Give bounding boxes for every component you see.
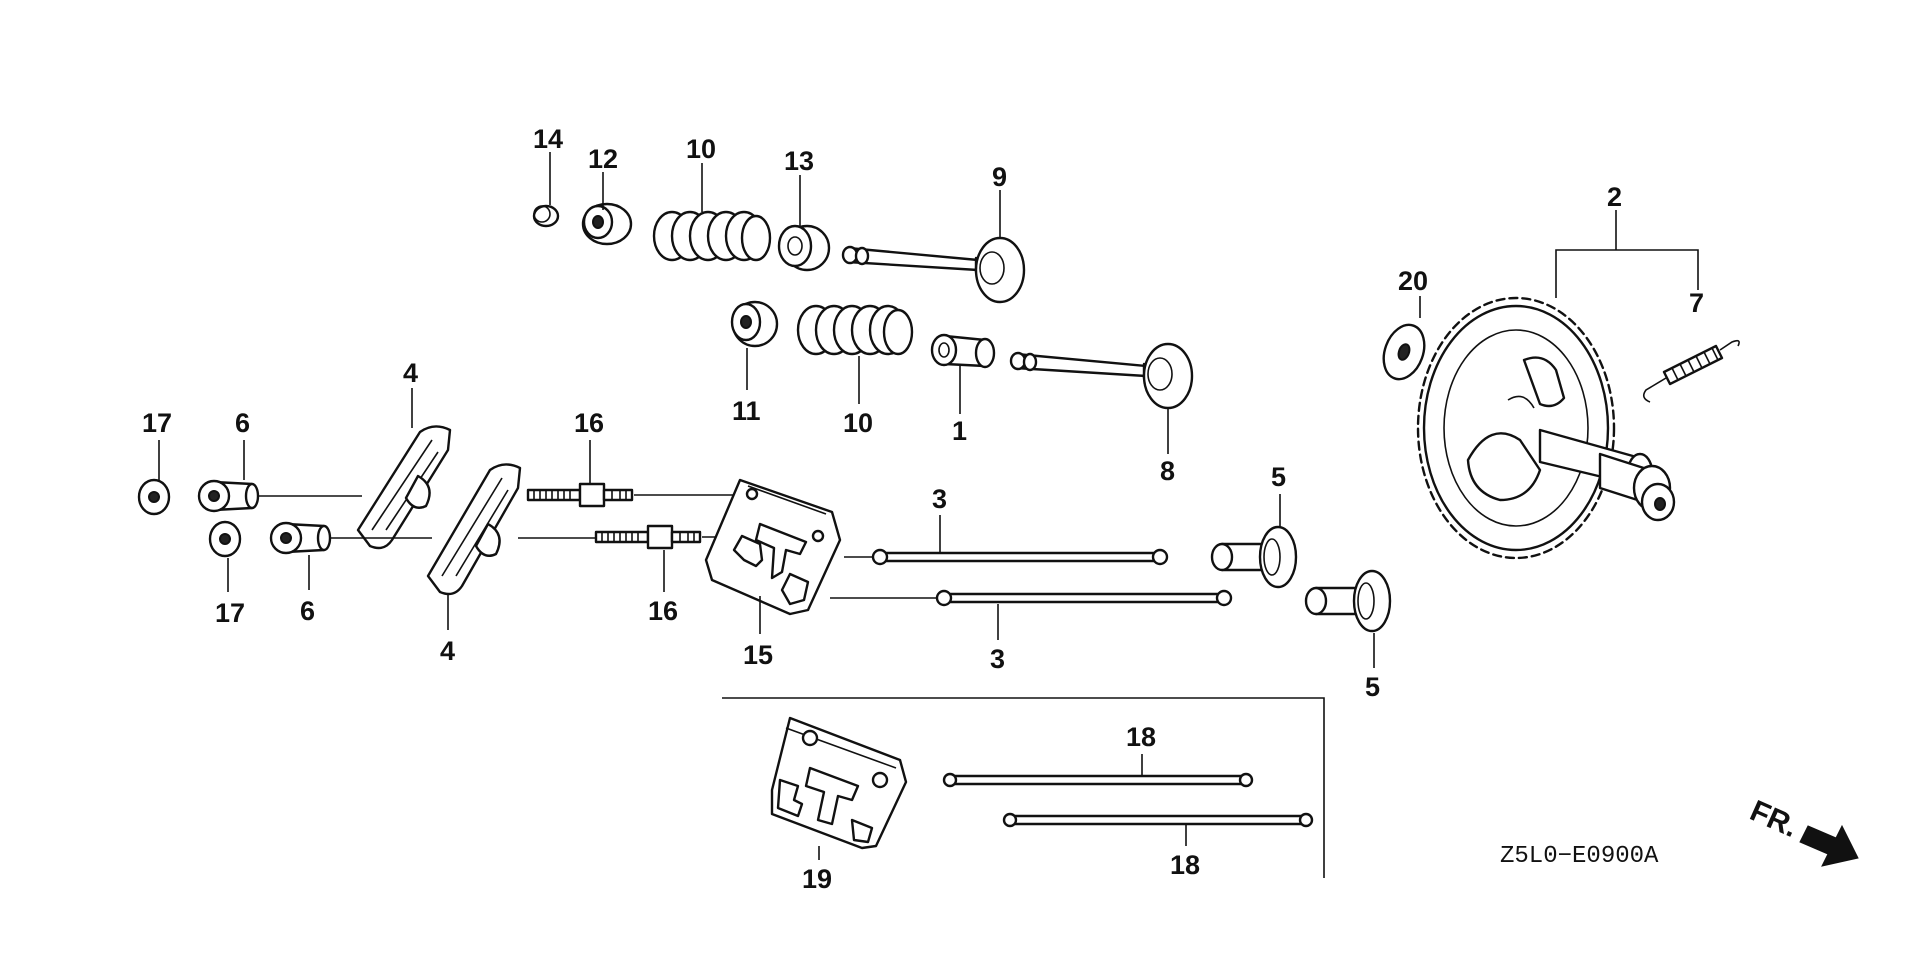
callout-4-lower: 4 [440,636,455,666]
leader-lines [158,152,1699,860]
callout-16-upper: 16 [574,408,604,438]
part-6-pivot-upper [197,479,260,513]
callout-15: 15 [743,640,773,670]
callout-2: 2 [1607,182,1622,212]
callout-17-lower: 17 [215,598,245,628]
part-8-valve-lower [1009,342,1194,410]
arrow-down-right-icon [1799,824,1859,867]
callout-6-lower: 6 [300,596,315,626]
part-5-tappet-lower [1304,569,1392,633]
callout-4-upper: 4 [403,358,418,388]
callout-16-lower: 16 [648,596,678,626]
front-direction-label: FR. [1745,794,1803,844]
callout-18-upper: 18 [1126,722,1156,752]
callout-11: 11 [732,396,761,426]
part-15-pushrod-guide-plate [704,478,842,616]
callout-6-upper: 6 [235,408,250,438]
part-2-camshaft-gear [1416,296,1676,560]
callout-20: 20 [1398,266,1428,296]
part-7-decompressor-spring [1642,339,1740,403]
callout-5-lower: 5 [1365,672,1380,702]
diagram-code: Z5L0−E0900A [1500,843,1659,870]
part-17-nut-lower [208,520,242,558]
callout-9: 9 [992,162,1007,192]
part-18-pushrod-lower [1002,812,1314,828]
callout-17-upper: 17 [142,408,172,438]
callout-12: 12 [588,144,618,174]
callout-19: 19 [802,864,832,894]
callout-1: 1 [952,416,967,446]
part-16-stud-upper [526,482,634,508]
part-18-pushrod-upper [942,772,1254,788]
callout-3-upper: 3 [932,484,947,514]
part-16-stud-lower [594,524,702,550]
front-direction-indicator: FR. [1745,794,1859,867]
part-3-pushrod-lower [935,589,1233,607]
part-6-pivot-lower [269,521,332,555]
callout-3-lower: 3 [990,644,1005,674]
part-19-pushrod-guide-plate [770,716,908,850]
callout-5-upper: 5 [1271,462,1286,492]
part-1-valve-rotator [930,333,996,369]
callout-10-lower: 10 [843,408,873,438]
part-12-spring-retainer [581,202,633,246]
callout-7: 7 [1689,288,1704,318]
part-17-nut-upper [137,478,171,516]
part-10-valve-spring-lower [796,304,914,356]
part-4-rocker-arm-upper [356,425,452,550]
callout-14: 14 [533,124,563,154]
part-14-valve-cap [532,204,560,228]
part-5-tappet-upper [1210,525,1298,589]
part-10-valve-spring-upper [652,210,772,262]
callout-labels: 14 12 10 13 9 2 20 7 11 10 1 8 17 6 4 16… [142,124,1704,894]
part-20-washer [1382,323,1426,381]
part-13-stem-seal [777,224,831,272]
part-11-spring-retainer [730,300,779,348]
part-4-rocker-arm-lower [426,463,522,596]
callout-13: 13 [784,146,814,176]
callout-18-lower: 18 [1170,850,1200,880]
callout-8: 8 [1160,456,1175,486]
part-9-valve-upper [841,236,1026,304]
callout-10-upper: 10 [686,134,716,164]
part-3-pushrod-upper [871,548,1169,566]
